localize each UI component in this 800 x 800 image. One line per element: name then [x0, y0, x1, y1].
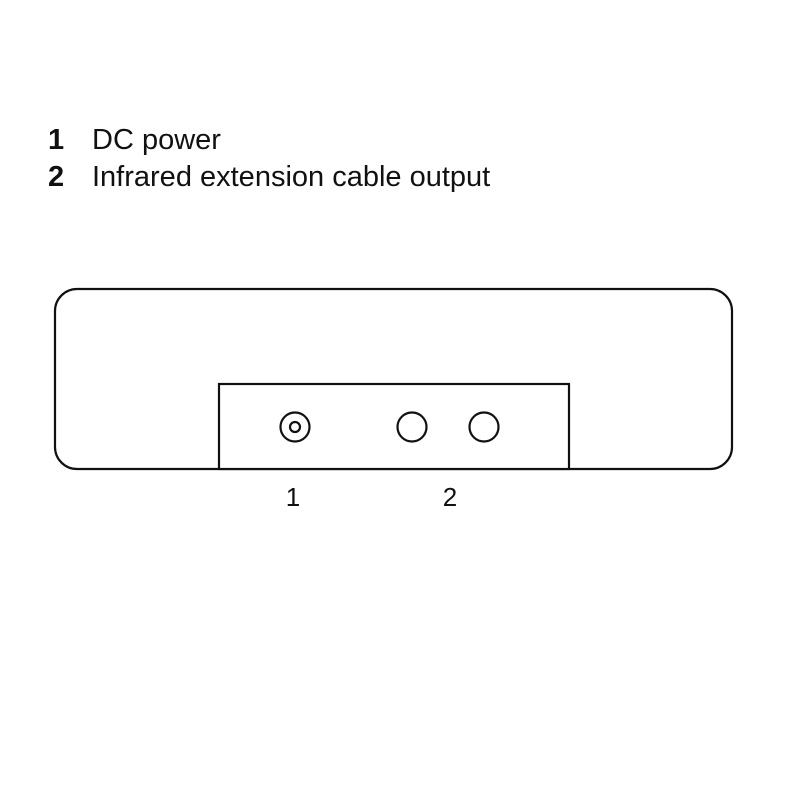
dc-power-jack [279, 411, 311, 443]
dc-jack-outer-ring [279, 411, 311, 443]
legend-label: DC power [92, 124, 221, 156]
callout-dc-power: 1 [286, 482, 300, 512]
legend-number: 2 [48, 161, 65, 193]
dc-jack-center-pin [288, 420, 302, 434]
ir-output-port-right [468, 411, 500, 443]
ir-output-port-left [396, 411, 428, 443]
legend-number: 1 [48, 124, 65, 156]
legend-label: Infrared extension cable output [92, 161, 491, 193]
legend: 1 DC power 2 Infrared extension cable ou… [48, 122, 490, 196]
legend-item-dc-power: 1 DC power [48, 122, 490, 159]
port-panel [217, 382, 571, 471]
legend-item-ir-output: 2 Infrared extension cable output [48, 159, 490, 196]
callout-ir-output: 2 [443, 482, 457, 512]
